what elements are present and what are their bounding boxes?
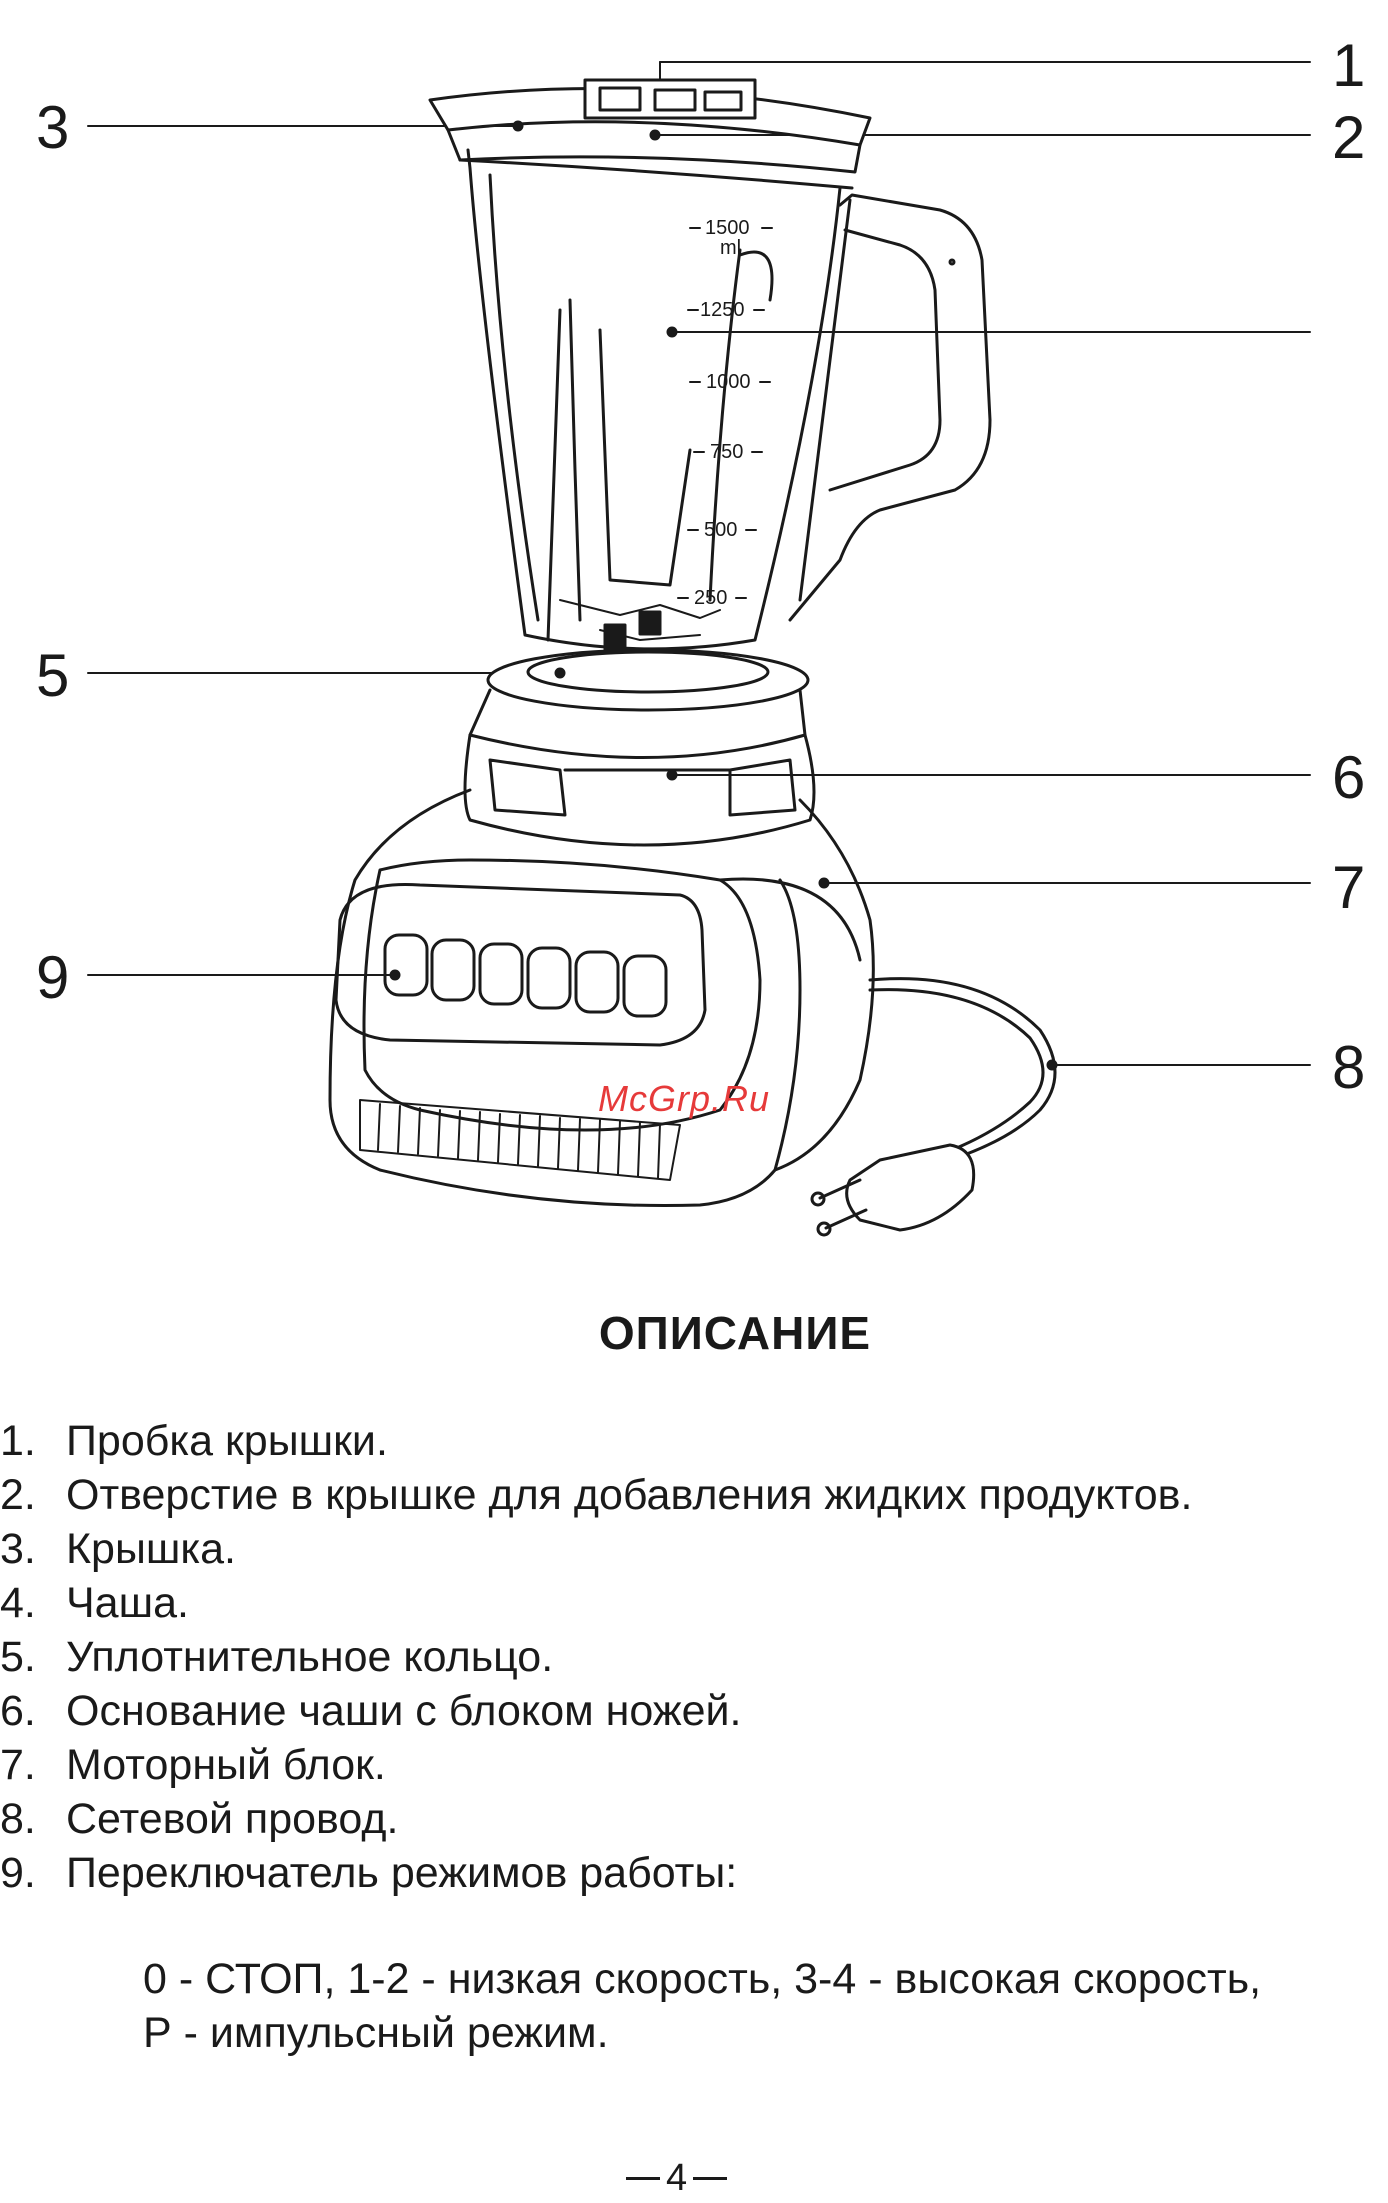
scale-500: 500 [704,519,737,541]
callout-3: 3 [36,94,70,161]
vent-grille [359,1099,681,1181]
list-item-text: Уплотнительное кольцо. [66,1633,554,1681]
mode-note: 0 - СТОП, 1-2 - низкая скорость, 3-4 - в… [143,1952,1261,2060]
callout-2: 2 [1332,104,1366,171]
list-item-text: Переключатель режимов работы: [66,1849,738,1897]
watermark: McGrp.Ru [598,1078,771,1119]
blender-illustration: 1500 ml 1250 1000 750 500 250 [87,61,1311,1237]
list-item-text: Крышка. [66,1525,236,1573]
scale-1000: 1000 [706,371,751,393]
list-item-number: 4. [0,1579,36,1627]
mode-note-line-2: Р - импульсный режим. [143,2009,609,2057]
list-item-number: 6. [0,1687,36,1735]
list-item-number: 1. [0,1417,36,1465]
list-item-number: 7. [0,1741,36,1789]
control-panel [334,882,707,1047]
page-number: 4 [620,2158,733,2198]
motor-unit [328,788,875,1208]
list-item-text: Чаша. [66,1579,189,1627]
jar-scale: 1500 ml 1250 1000 750 500 250 [694,217,751,609]
jar-base [463,648,816,847]
callout-9: 9 [36,944,70,1011]
power-cord [810,977,1058,1237]
blender-figure: 1500 ml 1250 1000 750 500 250 [36,32,1366,1237]
callout-5: 5 [36,642,70,709]
list-item-text: Основание чаши с блоком ножей. [66,1687,742,1735]
scale-ml: ml [720,237,741,259]
list-item-text: Пробка крышки. [66,1417,388,1465]
list-item-text: Сетевой провод. [66,1795,399,1843]
scale-250: 250 [694,587,727,609]
plug [845,1143,976,1232]
list-item-number: 2. [0,1471,36,1519]
list-item-number: 5. [0,1633,36,1681]
callout-1: 1 [1332,32,1366,99]
scale-1500: 1500 [705,217,750,239]
callout-6: 6 [1332,744,1366,811]
list-item-text: Отверстие в крышке для добавления жидких… [66,1471,1193,1519]
base-grip-left [488,758,567,817]
page-dash-right [693,2176,728,2180]
page-number-value: 4 [666,2157,688,2199]
scale-1250: 1250 [700,299,745,321]
scale-750: 750 [710,441,743,463]
page-dash-left [626,2176,660,2180]
lid-plug [583,78,757,120]
leader-lines [87,61,1311,1066]
base-grip-right [728,758,797,817]
list-item-number: 3. [0,1525,36,1573]
callout-7: 7 [1332,854,1366,921]
list-item-text: Моторный блок. [66,1741,386,1789]
mode-note-line-1: 0 - СТОП, 1-2 - низкая скорость, 3-4 - в… [143,1955,1262,2003]
section-title: ОПИСАНИЕ [598,1307,872,1359]
lid [428,78,872,190]
list-item-number: 9. [0,1849,36,1897]
list-item-number: 8. [0,1795,36,1843]
jar-scale-ticks [677,227,773,599]
callout-8: 8 [1332,1034,1366,1101]
mode-buttons [383,933,668,1018]
